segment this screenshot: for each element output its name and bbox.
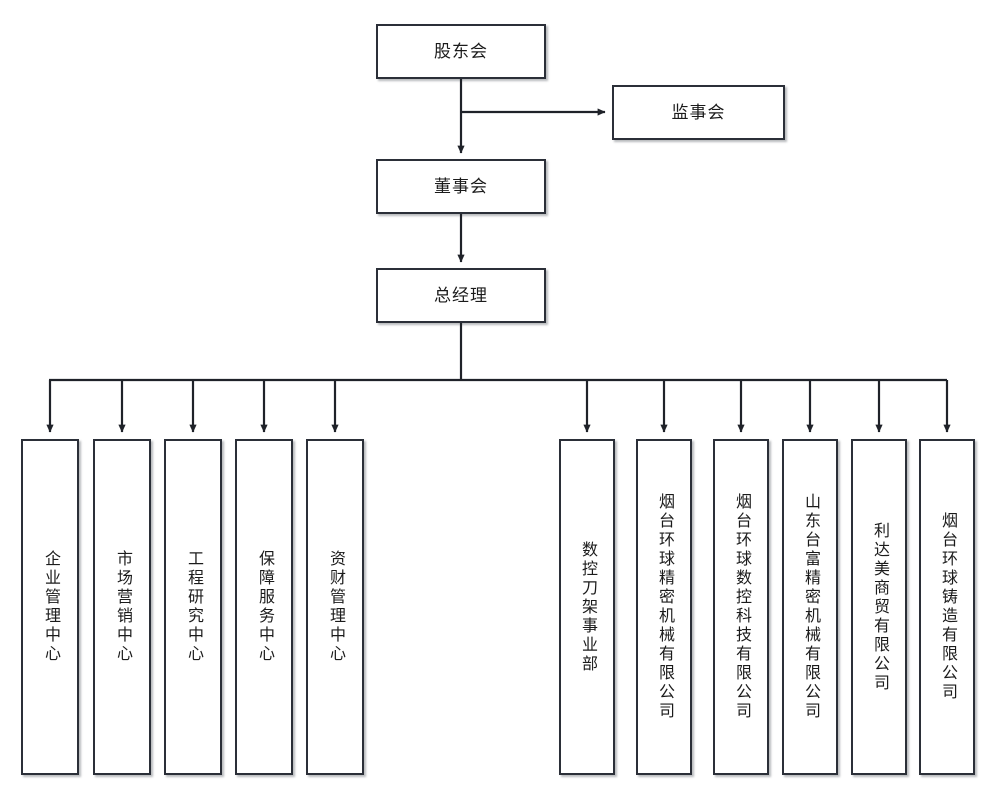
node-board-of-directors-label: 董事会 [434, 176, 488, 196]
node-yantai-huanqiu-casting[interactable]: 烟台环球铸造有限公司 [919, 439, 975, 775]
node-lidamei-trading[interactable]: 利达美商贸有限公司 [851, 439, 907, 775]
node-yantai-huanqiu-casting-label: 烟台环球铸造有限公司 [939, 512, 956, 702]
node-board-of-directors[interactable]: 董事会 [376, 159, 546, 214]
node-finance-management-center-label: 资财管理中心 [327, 550, 344, 664]
node-enterprise-management-center-label: 企业管理中心 [42, 550, 59, 664]
node-marketing-center[interactable]: 市场营销中心 [93, 439, 151, 775]
node-shareholders-meeting[interactable]: 股东会 [376, 24, 546, 79]
node-general-manager-label: 总经理 [434, 285, 488, 305]
node-marketing-center-label: 市场营销中心 [114, 550, 131, 664]
node-cnc-turret-division-label: 数控刀架事业部 [579, 540, 596, 674]
node-yantai-huanqiu-cnc-technology-label: 烟台环球数控科技有限公司 [733, 493, 750, 721]
node-cnc-turret-division[interactable]: 数控刀架事业部 [559, 439, 615, 775]
node-board-of-supervisors[interactable]: 监事会 [612, 85, 785, 140]
node-enterprise-management-center[interactable]: 企业管理中心 [21, 439, 79, 775]
node-shandong-taifu-precision-machinery[interactable]: 山东台富精密机械有限公司 [782, 439, 838, 775]
node-yantai-huanqiu-cnc-technology[interactable]: 烟台环球数控科技有限公司 [713, 439, 769, 775]
node-lidamei-trading-label: 利达美商贸有限公司 [871, 521, 888, 693]
node-support-service-center-label: 保障服务中心 [256, 550, 273, 664]
node-yantai-huanqiu-precision-machinery-label: 烟台环球精密机械有限公司 [656, 493, 673, 721]
node-support-service-center[interactable]: 保障服务中心 [235, 439, 293, 775]
node-board-of-supervisors-label: 监事会 [671, 102, 726, 122]
node-engineering-research-center[interactable]: 工程研究中心 [164, 439, 222, 775]
node-engineering-research-center-label: 工程研究中心 [185, 550, 202, 664]
node-general-manager[interactable]: 总经理 [376, 268, 546, 323]
node-shareholders-meeting-label: 股东会 [434, 41, 488, 61]
node-shandong-taifu-precision-machinery-label: 山东台富精密机械有限公司 [802, 493, 819, 721]
node-yantai-huanqiu-precision-machinery[interactable]: 烟台环球精密机械有限公司 [636, 439, 692, 775]
node-finance-management-center[interactable]: 资财管理中心 [306, 439, 364, 775]
